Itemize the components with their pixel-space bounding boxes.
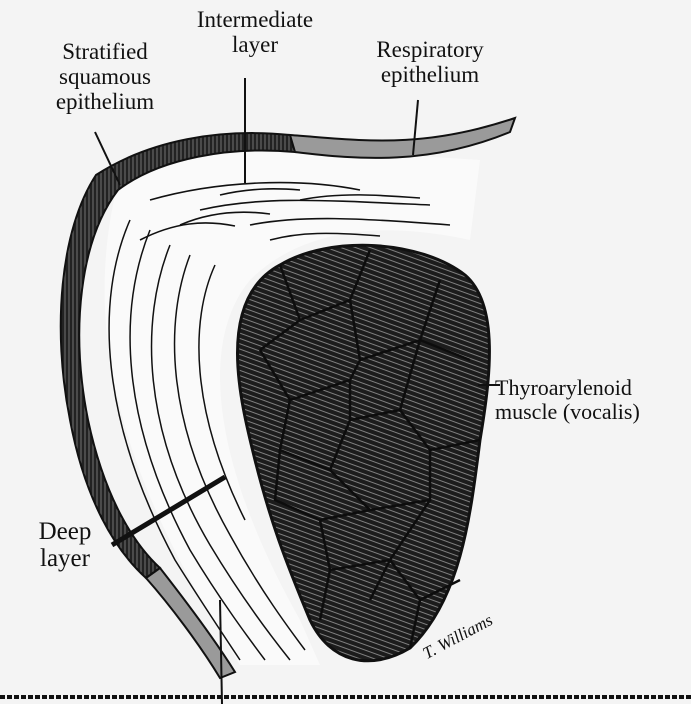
label-line: epithelium [350, 63, 510, 88]
label-intermediate-layer: Intermediate layer [160, 8, 350, 58]
label-line: squamous [20, 65, 190, 90]
respiratory-epithelium-band [290, 118, 515, 158]
label-line: Thyroarylenoid [495, 376, 691, 400]
label-line: layer [160, 33, 350, 58]
label-deep-layer: Deep layer [20, 518, 110, 572]
label-line: Deep [20, 518, 110, 545]
label-line: Intermediate [160, 8, 350, 33]
label-line: layer [20, 545, 110, 572]
label-line: Respiratory [350, 38, 510, 63]
label-respiratory-epithelium: Respiratory epithelium [350, 38, 510, 88]
label-line: epithelium [20, 90, 190, 115]
label-thyroarytenoid-muscle: Thyroarylenoid muscle (vocalis) [495, 376, 691, 424]
label-line: muscle (vocalis) [495, 400, 691, 424]
